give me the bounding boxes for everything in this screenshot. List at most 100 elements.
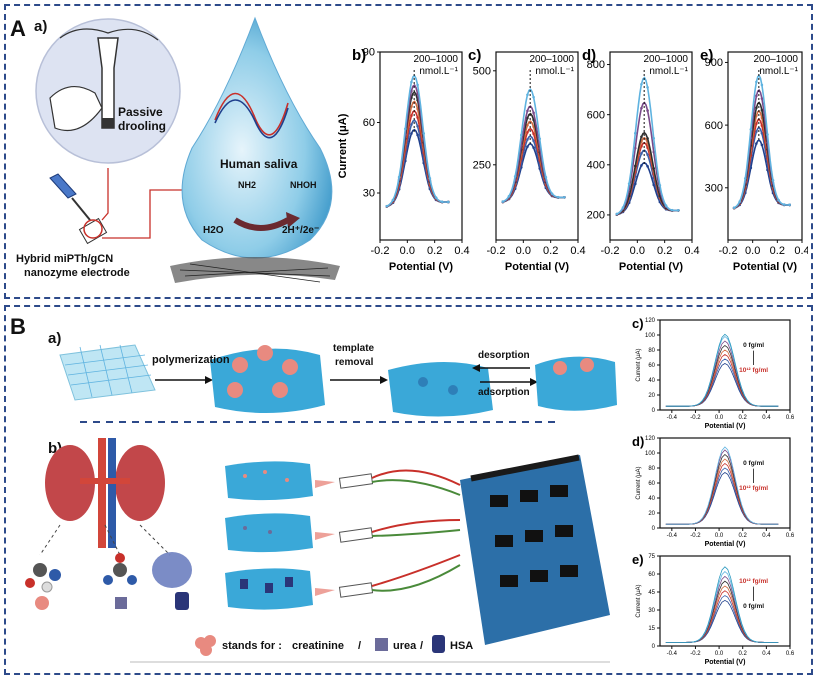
data-point: [760, 143, 764, 147]
y-axis-label: Current (μA): [636, 348, 642, 381]
urea-molecule: [103, 553, 137, 585]
x-axis-label: Potential (V): [733, 261, 798, 273]
panel-a: [4, 4, 813, 299]
series-line-5: [665, 344, 779, 407]
panel-a-sub-a: a): [34, 18, 48, 35]
data-point: [513, 175, 517, 178]
x-tick-label: 0.0: [715, 533, 724, 539]
legend-hsa-icon: [432, 635, 445, 653]
data-point: [755, 122, 758, 125]
data-point: [760, 83, 764, 87]
series-line-1: [665, 472, 779, 525]
data-point: [640, 164, 643, 167]
sensor-surface-creatinine: [225, 461, 313, 501]
data-point: [646, 153, 649, 156]
series-line-4: [665, 585, 779, 643]
data-point: [766, 133, 769, 136]
legend-creatinine-icon: [195, 635, 216, 656]
x-tick-label: 0.6: [786, 415, 795, 421]
data-point: [416, 124, 419, 128]
annotation-bottom: 10¹² fg/ml: [739, 485, 768, 492]
x-tick-label: 0.4: [762, 415, 771, 421]
x-tick-label: -0.2: [719, 245, 738, 257]
data-point: [633, 146, 637, 150]
x-tick-label: -0.2: [371, 245, 390, 257]
legend-hsa: HSA: [450, 640, 474, 652]
panel-label: d): [632, 434, 644, 449]
data-point: [526, 138, 529, 141]
y-tick-label: 40: [648, 496, 655, 502]
data-point: [526, 116, 529, 120]
annotation-top: 10¹² fg/ml: [739, 578, 768, 585]
nh2-label: NH2: [238, 180, 257, 190]
data-point: [749, 128, 753, 131]
x-tick-label: -0.2: [690, 415, 701, 421]
x-axis-label: Potential (V): [505, 261, 570, 273]
y-tick-label: 100: [645, 451, 656, 457]
legend-slash-2: /: [420, 640, 424, 652]
x-tick-label: 0.4: [684, 245, 699, 257]
range-annotation: 200–1000: [754, 54, 799, 65]
panel-b-sub-a: a): [48, 330, 62, 347]
chart-frame-e: [727, 51, 803, 241]
data-point: [532, 95, 535, 99]
data-point: [526, 131, 529, 134]
y-tick-label: 120: [645, 318, 656, 324]
data-point: [532, 146, 535, 149]
reaction-arrow: [233, 217, 290, 231]
data-point: [410, 123, 413, 126]
legend-slash-1: /: [358, 640, 362, 652]
template-label-1: template: [333, 343, 375, 354]
data-point: [755, 106, 758, 110]
y-tick-label: 30: [363, 188, 375, 200]
data-point: [538, 137, 542, 141]
data-point: [416, 116, 419, 119]
x-axis-label: Potential (V): [705, 541, 746, 548]
series-line-8: [665, 566, 779, 643]
data-point: [403, 127, 407, 131]
sensor-surface-urea: [225, 513, 313, 553]
data-point: [563, 195, 566, 199]
panel-label: e): [700, 47, 713, 64]
panel-label: c): [632, 316, 644, 331]
annotation-top: 0 fg/ml: [743, 342, 764, 349]
x-tick-label: 0.2: [770, 245, 785, 257]
y-tick-label: 500: [473, 65, 491, 77]
data-point: [507, 194, 511, 198]
y-tick-label: 600: [705, 120, 723, 132]
data-point: [428, 176, 432, 180]
data-point: [646, 137, 649, 140]
series-line-3: [665, 590, 779, 643]
data-point: [410, 114, 413, 117]
y-tick-label: 900: [705, 57, 723, 69]
series-line-3: [665, 354, 779, 407]
legend-stands-for: stands for :: [222, 640, 282, 652]
series-line-7: [502, 88, 565, 203]
y-tick-label: 45: [648, 590, 655, 596]
panel-label: d): [582, 47, 596, 64]
data-point: [526, 123, 529, 127]
x-axis-label: Potential (V): [389, 261, 454, 273]
series-line-2: [665, 358, 779, 407]
data-point: [519, 133, 523, 137]
y-tick-label: 120: [645, 436, 656, 442]
data-point: [777, 198, 780, 202]
chart-frame-b: [379, 51, 463, 241]
desorption-label: desorption: [478, 350, 530, 361]
x-tick-label: 0.4: [762, 533, 771, 539]
creatinine-shape: [35, 596, 49, 610]
x-tick-label: 0.0: [745, 245, 760, 257]
data-point: [640, 82, 643, 86]
panel-a-illustration: [35, 16, 340, 283]
x-tick-label: 0.0: [630, 245, 645, 257]
y-tick-label: 30: [648, 608, 655, 614]
data-point: [633, 164, 637, 168]
panel-label: b): [352, 47, 366, 64]
unit-annotation: nmol.L⁻¹: [535, 66, 574, 77]
y-tick-label: 300: [705, 182, 723, 194]
panel-b-letter: B: [10, 314, 26, 339]
data-point: [743, 177, 747, 180]
x-tick-label: 0.4: [454, 245, 469, 257]
y-tick-label: 90: [363, 47, 375, 59]
